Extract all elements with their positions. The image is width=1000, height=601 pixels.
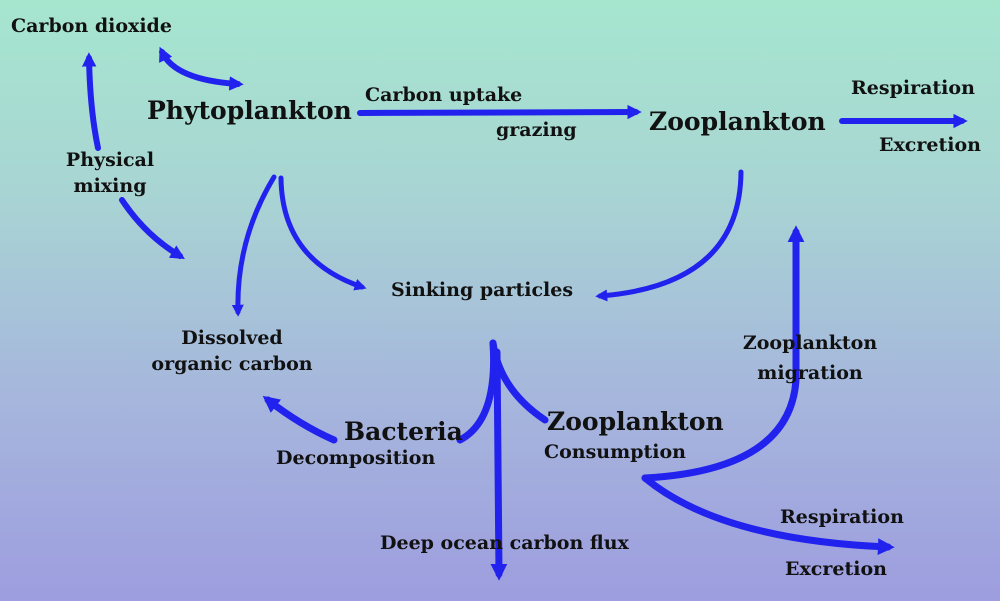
- dissolved-organic-carbon-label: Dissolved organic carbon: [140, 327, 324, 376]
- zooplankton-top-label: Zooplankton: [649, 107, 826, 136]
- phyto-to-sinking-arrow: [278, 175, 367, 291]
- phyto-to-doc-arrow: [231, 174, 277, 317]
- doc-line-1: Dissolved: [181, 327, 283, 349]
- physical-mixing-label: Physical mixing: [58, 149, 162, 198]
- zoo-to-sinking-arrow: [595, 169, 744, 302]
- grazing-label: grazing: [496, 119, 577, 141]
- co2-phytoplankton-arrow: [159, 46, 244, 91]
- sinking-particles-label: Sinking particles: [391, 279, 574, 301]
- decomposition-arrow: [262, 395, 338, 444]
- decomposition-label: Decomposition: [276, 447, 436, 469]
- physical-mixing-line-1: Physical: [65, 149, 155, 171]
- zooplankton-bottom-label: Zooplankton: [547, 407, 724, 436]
- deep-ocean-carbon-flux-label: Deep ocean carbon flux: [380, 532, 629, 554]
- physical-mixing-down-arrow: [119, 197, 185, 259]
- carbon-uptake-arrow: [357, 104, 642, 120]
- consumption-label: Consumption: [544, 441, 686, 463]
- physical-mixing-up-arrow: [81, 52, 101, 151]
- migration-line-1: Zooplankton: [742, 332, 878, 354]
- physical-mixing-line-2: mixing: [73, 174, 147, 197]
- excretion-bottom-label: Excretion: [785, 558, 887, 580]
- zooplankton-migration-arrow: [641, 225, 805, 482]
- zooplankton-migration-label: Zooplankton migration: [732, 332, 888, 385]
- doc-line-2: organic carbon: [151, 352, 313, 375]
- migration-line-2: migration: [757, 361, 863, 384]
- sinking-to-bacteria-curve: [456, 339, 498, 444]
- phytoplankton-label: Phytoplankton: [147, 96, 352, 125]
- carbon-dioxide-label: Carbon dioxide: [11, 15, 172, 37]
- consumption-respiration-arrow: [641, 474, 895, 555]
- respiration-bottom-label: Respiration: [780, 506, 904, 528]
- carbon-uptake-label: Carbon uptake: [365, 84, 523, 106]
- bacteria-label: Bacteria: [344, 417, 463, 446]
- respiration-top-label: Respiration: [851, 77, 975, 99]
- excretion-top-label: Excretion: [879, 134, 981, 156]
- deep-ocean-flux-arrow: [490, 348, 508, 581]
